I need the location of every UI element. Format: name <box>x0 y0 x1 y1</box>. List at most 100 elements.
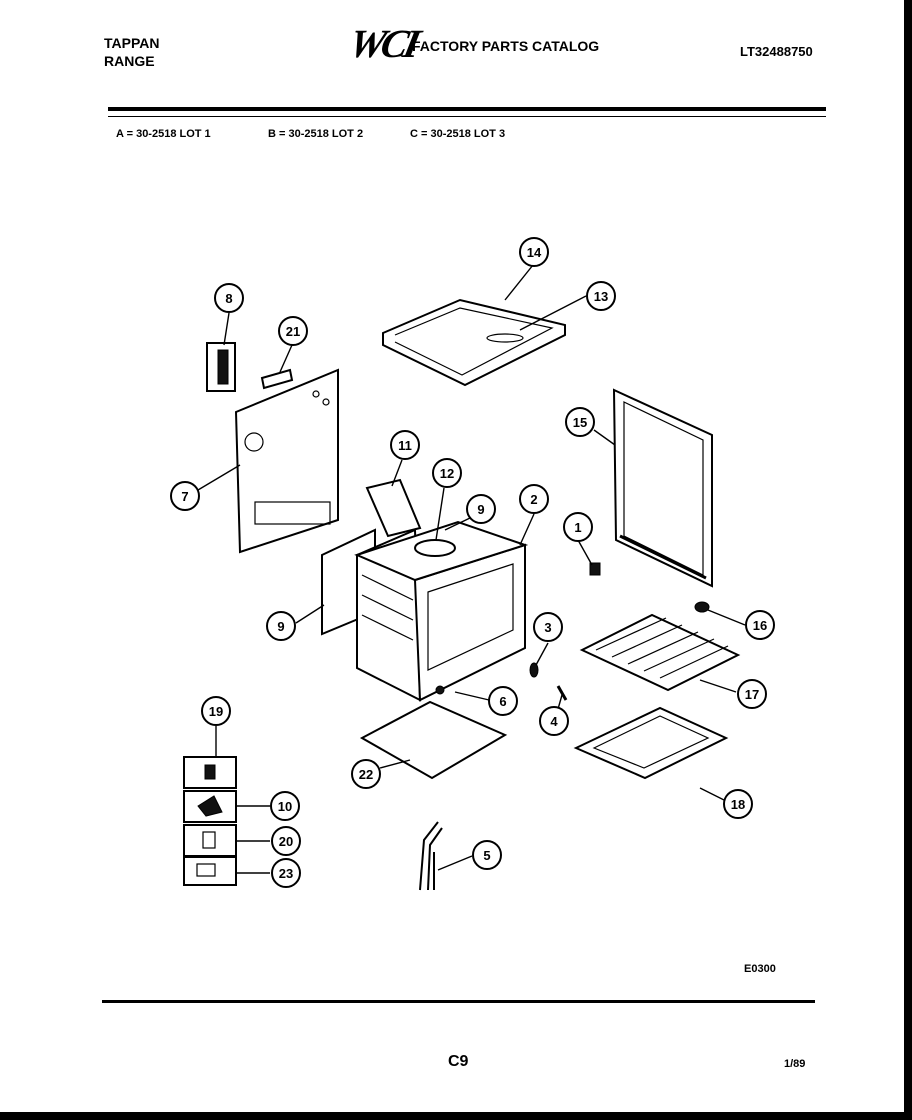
callout-circle <box>390 430 420 460</box>
hardware-pack-10-item <box>197 795 223 817</box>
callout-circle <box>737 679 767 709</box>
callout-number: 6 <box>499 694 506 709</box>
cooktop-drawing <box>382 298 566 387</box>
clip-drawing-21 <box>260 368 294 390</box>
callout-10: 9 <box>466 494 496 524</box>
callout-number: 9 <box>477 502 484 517</box>
callout-circle <box>466 494 496 524</box>
lot-c-label: C = 30-2518 LOT 3 <box>410 128 506 140</box>
callout-circle <box>278 316 308 346</box>
burner-box-drawing <box>365 478 422 538</box>
callout-number: 8 <box>225 291 232 306</box>
wire-harness-drawing-5 <box>419 821 443 891</box>
page-code: C9 <box>448 1053 469 1070</box>
callout-circle <box>432 458 462 488</box>
callout-circle <box>539 706 569 736</box>
callout-circle <box>723 789 753 819</box>
callout-13: 12 <box>432 458 462 488</box>
callout-17: 16 <box>745 610 775 640</box>
callout-14: 13 <box>586 281 616 311</box>
catalog-title: FACTORY PARTS CATALOG <box>412 38 600 54</box>
header-rule-thick <box>108 107 826 111</box>
callout-number: 21 <box>286 324 300 339</box>
brand-block: TAPPAN RANGE <box>104 34 159 70</box>
hardware-pack-19-item <box>204 764 216 780</box>
callout-circle <box>271 858 301 888</box>
callout-number: 2 <box>530 492 537 507</box>
callout-9: 9 <box>266 611 296 641</box>
foot-drawing-16 <box>694 601 710 613</box>
burner-drawing <box>414 539 456 557</box>
product-type: RANGE <box>104 53 155 69</box>
callout-23: 22 <box>351 759 381 789</box>
callout-5: 5 <box>472 840 502 870</box>
oven-door-drawing <box>612 388 713 588</box>
callout-circle <box>266 611 296 641</box>
hardware-pack-20 <box>183 824 237 857</box>
callout-circle <box>488 686 518 716</box>
callout-circle <box>270 791 300 821</box>
callout-number: 15 <box>573 415 587 430</box>
callout-circle <box>201 696 231 726</box>
broiler-pan-insert <box>592 715 710 769</box>
callout-circle <box>351 759 381 789</box>
callout-18: 17 <box>737 679 767 709</box>
hardware-pack-23 <box>183 856 237 886</box>
callout-7: 7 <box>170 481 200 511</box>
callout-2: 2 <box>519 484 549 514</box>
oven-rack-drawing <box>579 613 741 692</box>
leveling-leg-drawing-1 <box>589 562 601 576</box>
callout-circle <box>563 512 593 542</box>
callout-circle <box>565 407 595 437</box>
callout-24: 23 <box>271 858 301 888</box>
date-code: 1/89 <box>784 1058 806 1070</box>
callout-number: 3 <box>544 620 551 635</box>
callout-4: 4 <box>539 706 569 736</box>
hardware-pack-19 <box>183 756 237 789</box>
broiler-pan-drawing <box>573 706 729 780</box>
callout-circle <box>586 281 616 311</box>
lot-a-label: A = 30-2518 LOT 1 <box>116 128 211 140</box>
callout-22: 21 <box>278 316 308 346</box>
callout-number: 18 <box>731 797 745 812</box>
bottom-panel-drawing <box>359 700 508 780</box>
callout-number: 13 <box>594 289 608 304</box>
callout-number: 9 <box>277 619 284 634</box>
callout-1: 1 <box>563 512 593 542</box>
callout-circle <box>745 610 775 640</box>
brand-name: TAPPAN <box>104 35 160 51</box>
callout-number: 17 <box>745 687 759 702</box>
callout-circle <box>472 840 502 870</box>
callout-15: 14 <box>519 237 549 267</box>
callout-number: 10 <box>278 799 292 814</box>
callout-19: 18 <box>723 789 753 819</box>
callout-number: 5 <box>483 848 490 863</box>
callout-number: 12 <box>440 466 454 481</box>
callout-8: 8 <box>214 283 244 313</box>
pin-drawing-4 <box>556 685 568 701</box>
callout-circle <box>271 826 301 856</box>
callout-20: 19 <box>201 696 231 726</box>
hardware-pack-20-item <box>202 831 216 849</box>
header-rule-thin <box>108 116 826 117</box>
callout-number: 4 <box>550 714 558 729</box>
clip-drawing-6 <box>435 685 445 695</box>
bracket-inner-8 <box>217 349 229 385</box>
diagram-code: E0300 <box>744 963 776 975</box>
glide-drawing-3 <box>529 662 539 678</box>
callout-number: 23 <box>279 866 293 881</box>
hardware-pack-23-item <box>196 863 216 877</box>
callout-number: 11 <box>398 438 412 453</box>
callout-circle <box>533 612 563 642</box>
callout-21: 20 <box>271 826 301 856</box>
callout-11: 10 <box>270 791 300 821</box>
leader-lines <box>197 264 746 874</box>
model-number: LT32488750 <box>740 44 813 59</box>
rear-panel-drawing <box>234 368 339 554</box>
callout-12: 11 <box>390 430 420 460</box>
callout-number: 22 <box>359 767 373 782</box>
callout-number: 7 <box>181 489 188 504</box>
callout-16: 15 <box>565 407 595 437</box>
